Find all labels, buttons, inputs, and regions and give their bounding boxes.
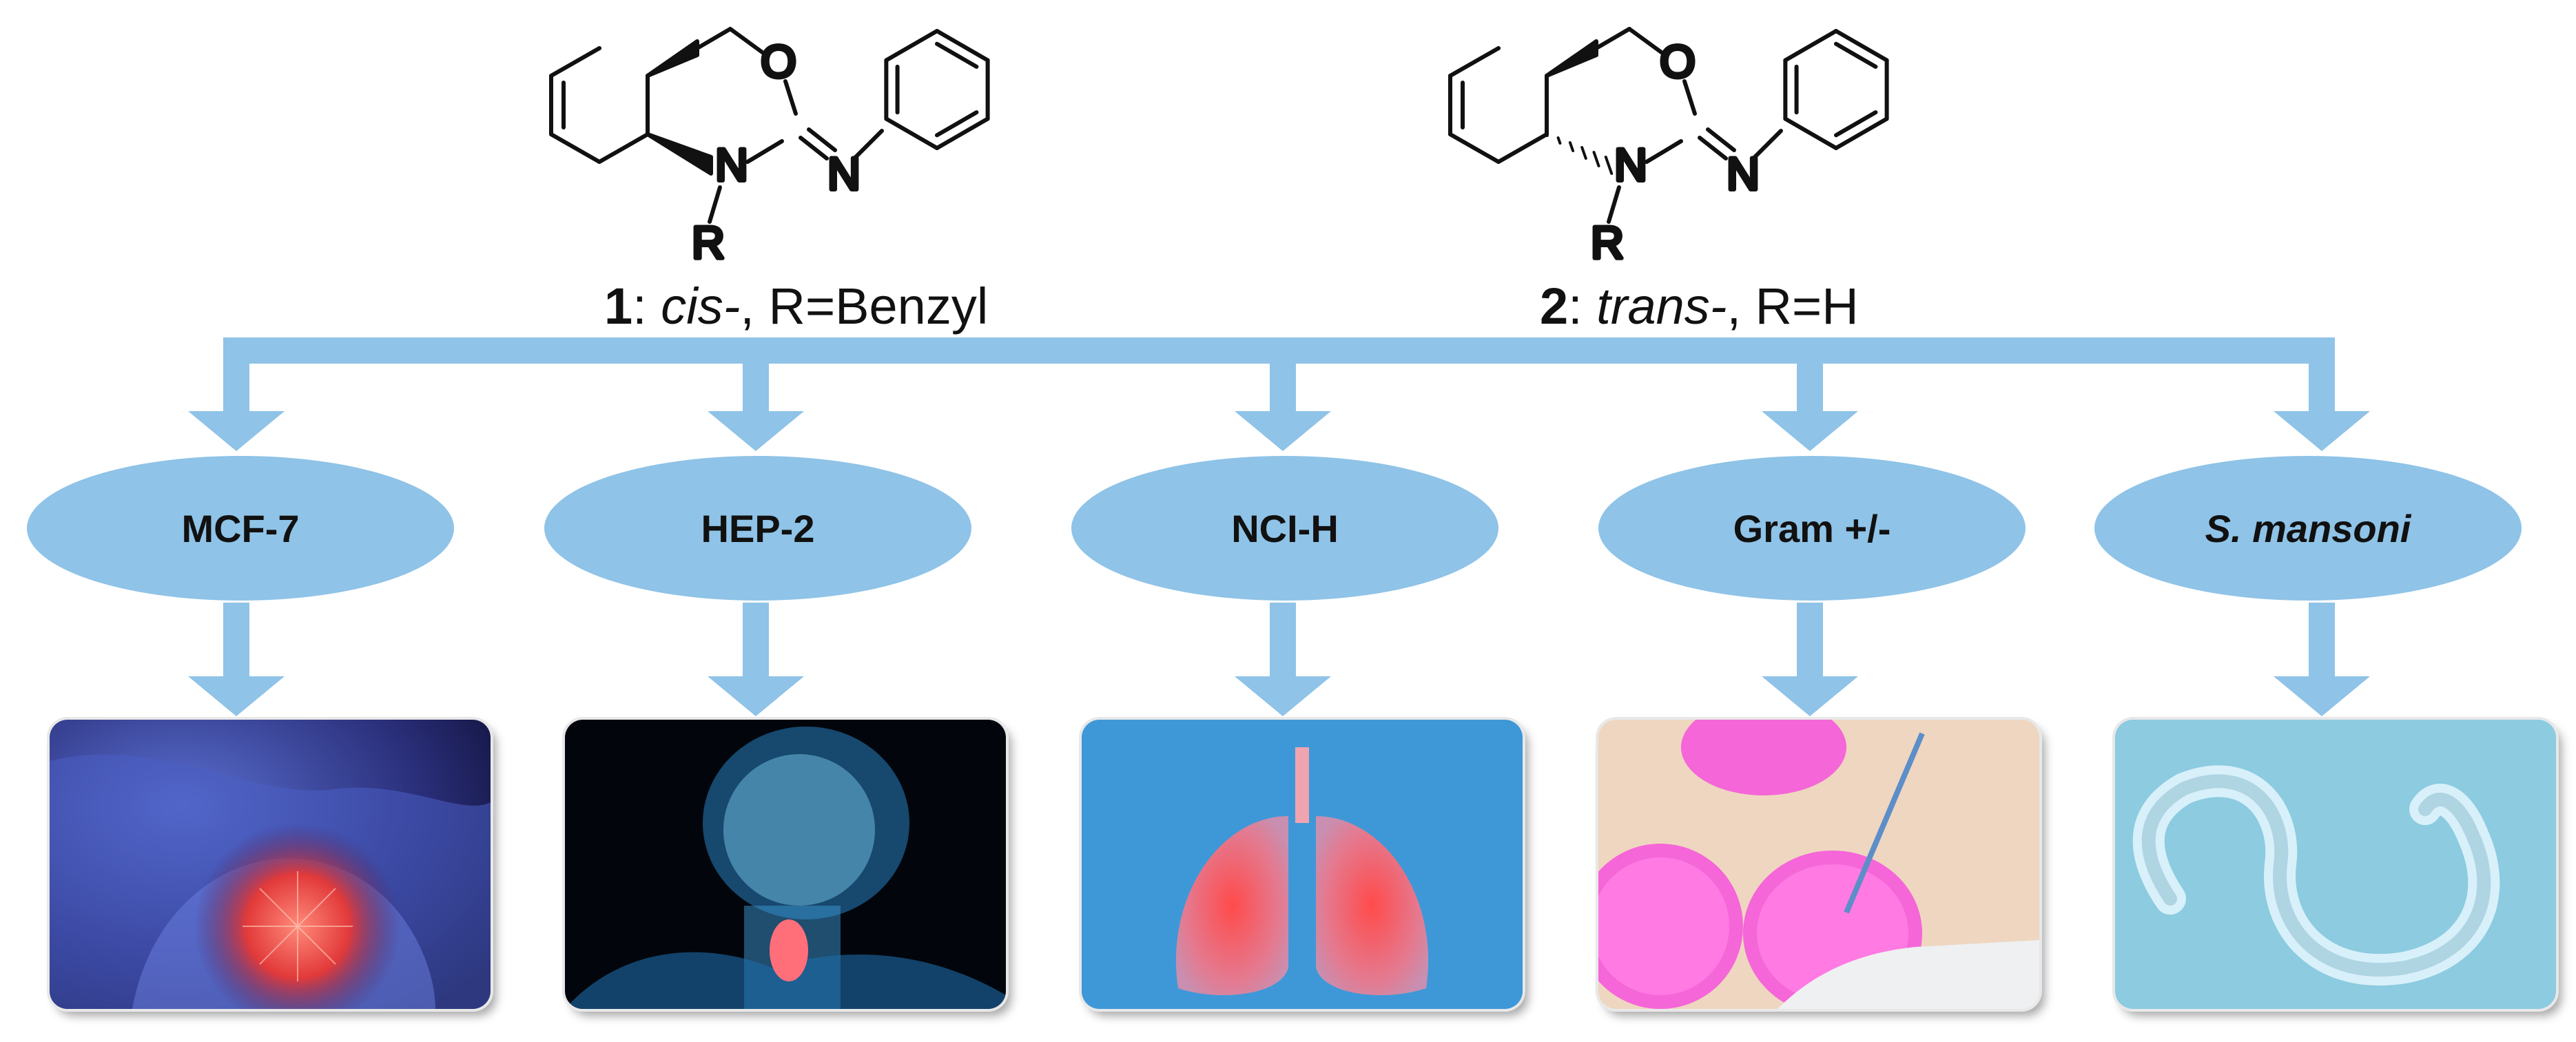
compound-2-bond: [1496, 132, 1549, 164]
compound-2-number: 2: [1540, 278, 1569, 335]
target-node-mcf7: MCF-7: [27, 456, 454, 601]
compound-1-phenyl-double-bond: [935, 41, 979, 69]
compound-2-top-wedge: [1545, 39, 1598, 78]
larynx-cancer-image: [565, 720, 1006, 1009]
compound-1-bond: [783, 79, 798, 116]
compound-1-caption: 1: cis-, R=Benzyl: [604, 278, 989, 335]
arrow-from-hep2-shaft: [743, 603, 769, 676]
compound-2-nitrogen-label: N: [1614, 139, 1647, 190]
target-label-smansoni: S. mansoni: [2205, 506, 2411, 550]
compound-1-bond: [597, 132, 650, 164]
arrow-to-mcf7-shaft: [223, 337, 249, 411]
compound-1-bond: [549, 46, 601, 78]
compound-2-phenyl-bond: [1783, 29, 1838, 63]
compound-1-imine-nitrogen-label: N: [827, 148, 861, 199]
compound-2-bond: [1751, 129, 1783, 160]
compound-2-bond: [1594, 27, 1631, 50]
target-label-mcf7: MCF-7: [181, 506, 300, 550]
arrow-to-ncih-shaft: [1270, 337, 1296, 411]
breast-cancer-image: [50, 720, 491, 1009]
compound-2-bond: [1645, 139, 1683, 164]
arrow-from-mcf7-shaft: [223, 603, 249, 676]
compound-1-bond: [807, 127, 837, 152]
compound-2-phenyl-bond: [1834, 29, 1889, 63]
arrow-to-hep2-shaft: [743, 337, 769, 411]
compound-2-bond: [1698, 136, 1728, 160]
compound-2-phenyl-double-bond: [1834, 110, 1878, 138]
compound-1-stereo: cis-: [661, 278, 741, 335]
arrow-from-smansoni-shaft: [2309, 603, 2335, 676]
petri-dish-image: [1598, 720, 2039, 1009]
compound-2-caption: 2: trans-, R=H: [1540, 278, 1859, 335]
compound-1-phenyl-bond: [884, 29, 939, 63]
lung-cancer-image: [1082, 720, 1523, 1009]
compound-1-nitrogen-label: N: [715, 139, 748, 190]
compound-1-phenyl-double-bond: [935, 110, 979, 138]
arrow-to-smansoni-shaft: [2309, 337, 2335, 411]
compound-1-number: 1: [604, 278, 633, 335]
schistosoma-worm-image: [2115, 720, 2556, 1009]
compound-1-bond: [728, 27, 768, 57]
arrow-from-hep2-head: [708, 676, 804, 716]
compound-1-top-wedge: [646, 39, 699, 78]
compound-2-oxygen-label: O: [1660, 36, 1695, 87]
compound-2-hash-bond: [1592, 151, 1600, 167]
compound-2-bond: [1448, 46, 1501, 78]
compound-2-hash-bond: [1604, 156, 1614, 175]
compound-2-bond: [1448, 132, 1501, 164]
target-label-gram: Gram +/-: [1733, 506, 1891, 550]
arrow-to-smansoni-head: [2274, 411, 2370, 451]
compound-2-hash-bond: [1556, 136, 1562, 145]
arrow-from-smansoni-head: [2274, 676, 2370, 716]
compound-2-hash-bond: [1545, 132, 1549, 137]
compound-1-bond: [798, 136, 829, 160]
arrow-to-gram-head: [1762, 411, 1858, 451]
arrow-to-ncih-head: [1235, 411, 1331, 451]
target-node-hep2: HEP-2: [544, 456, 971, 601]
distribution-arrows: [188, 337, 2370, 716]
compound-1-phenyl-bond: [935, 116, 990, 150]
compound-1-substituent: R=Benzyl: [768, 278, 989, 335]
compound-2-phenyl-bond: [1783, 116, 1838, 150]
arrow-from-ncih-head: [1235, 676, 1331, 716]
compound-1-phenyl-bond: [935, 29, 990, 63]
arrow-from-gram-shaft: [1797, 603, 1823, 676]
compound-1-phenyl-bond: [884, 116, 939, 150]
compound-2-phenyl-bond: [1834, 116, 1889, 150]
arrow-from-mcf7-head: [188, 676, 285, 716]
compound-1-bond: [708, 185, 722, 224]
target-node-smansoni: S. mansoni: [2094, 456, 2522, 601]
compound-1-bond: [549, 132, 601, 164]
target-label-hep2: HEP-2: [701, 506, 815, 550]
target-label-ncih: NCI-H: [1231, 506, 1339, 550]
arrow-to-gram-shaft: [1797, 337, 1823, 411]
compound-1-bond: [852, 129, 884, 160]
compound-2-bond: [1607, 185, 1621, 224]
compound-1-oxygen-label: O: [761, 36, 796, 87]
compound-1-wedge-bond: [646, 132, 713, 176]
arrow-to-mcf7-head: [188, 411, 285, 451]
arrow-to-hep2-head: [708, 411, 804, 451]
compound-2-substituent: R=H: [1755, 278, 1859, 335]
compound-2-bond: [1682, 79, 1697, 116]
compound-2-hash-bond: [1580, 146, 1587, 160]
compound-2-hash-bond: [1568, 141, 1575, 152]
arrow-from-ncih-shaft: [1270, 603, 1296, 676]
compound-2-r-group-label: R: [1591, 217, 1624, 268]
compound-2-phenyl-double-bond: [1834, 41, 1878, 69]
compound-1-bond: [745, 139, 784, 164]
target-node-gram: Gram +/-: [1598, 456, 2026, 601]
compound-2-bond: [1627, 27, 1667, 57]
compound-2-imine-nitrogen-label: N: [1727, 148, 1760, 199]
compound-1-r-group-label: R: [692, 217, 725, 268]
arrow-from-gram-head: [1762, 676, 1858, 716]
target-node-ncih: NCI-H: [1071, 456, 1498, 601]
compound-1-bond: [695, 27, 732, 50]
compound-2-stereo: trans-: [1596, 278, 1727, 335]
compound-2-bond: [1706, 127, 1736, 152]
